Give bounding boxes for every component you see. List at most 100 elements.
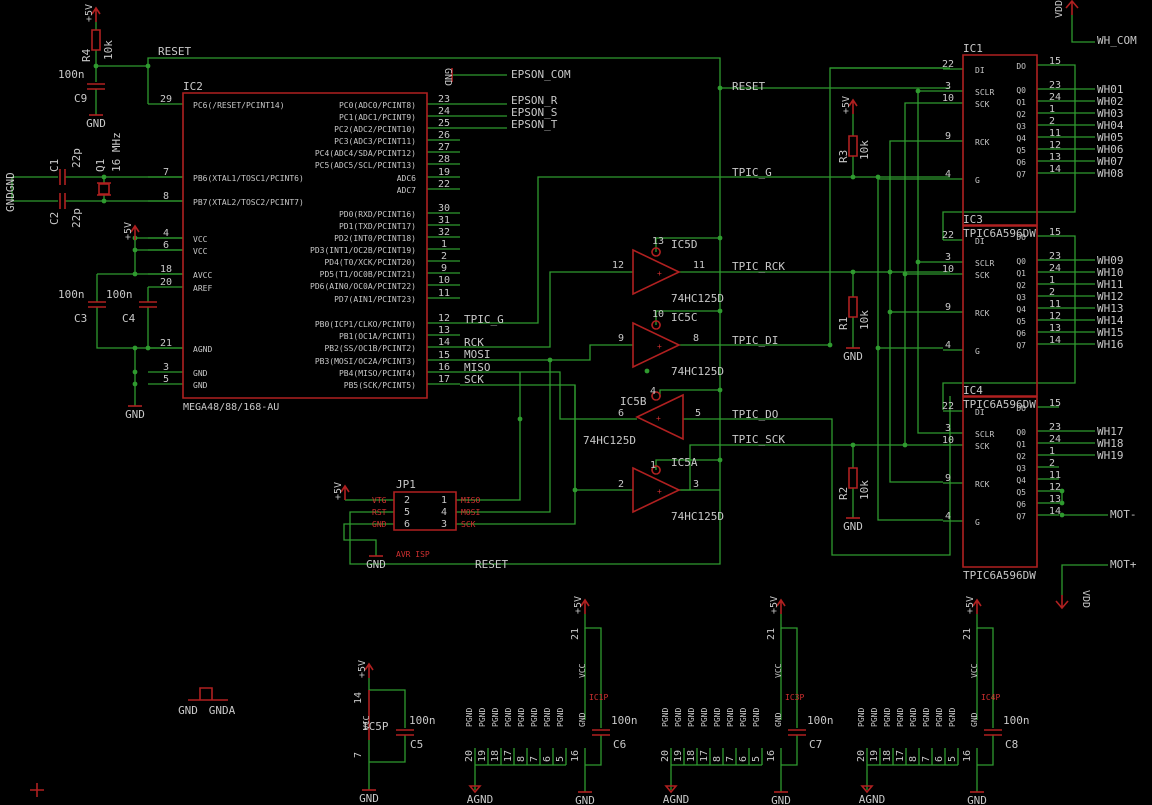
ground-label: GND — [967, 794, 987, 805]
ic2-right-pin-num: 15 — [438, 350, 450, 361]
ic5p-gnd-num: 7 — [353, 752, 364, 758]
ic5c-in: 9 — [618, 333, 624, 344]
ic2-right-pin-label: PC0(ADC0/PCINT8) — [339, 101, 416, 110]
vdd-bottom-label: VDD — [1080, 590, 1091, 608]
ic1p-pgnd-num: 8 — [516, 756, 527, 762]
ic1p-pgnd-label: PGND — [504, 708, 513, 727]
ic3-out-label: WH09 — [1097, 254, 1124, 267]
ic4p-cap — [984, 729, 1002, 736]
ic3-body — [962, 225, 1038, 397]
ic1p-pgnd-num: 7 — [529, 756, 540, 762]
ic2-right-pin-num: 1 — [441, 239, 447, 250]
ic4p-agnd-label: AGND — [859, 793, 886, 805]
gnd-bridge-label: GND — [178, 704, 198, 717]
mot-minus-label: MOT- — [1110, 508, 1137, 521]
ic1-out-label: WH08 — [1097, 167, 1124, 180]
ic2-left-pin-label: VCC — [193, 235, 208, 244]
ic5d-out: 11 — [693, 260, 705, 271]
ic3-left-label: SCK — [975, 271, 990, 280]
ic4p-cap-value: 100n — [1003, 714, 1030, 727]
ic2-right-pin-num: 19 — [438, 167, 450, 178]
ic3-right-num: 15 — [1049, 227, 1061, 238]
ic3-right-label: Q4 — [1016, 305, 1026, 314]
isp-right-num: 1 — [441, 495, 447, 506]
ic2-right-pin-label: ADC6 — [397, 174, 416, 183]
ic2-right-pin-label: PC2(ADC2/PCINT10) — [334, 125, 416, 134]
isp-rst — [349, 511, 475, 565]
ground-label: GND — [125, 408, 145, 421]
ic4-right-num: 13 — [1049, 494, 1061, 505]
isp-left-num: 5 — [404, 507, 410, 518]
vdd-bottom-arrow — [1055, 595, 1069, 610]
gnd-gnda-bridge — [188, 687, 228, 701]
ic5d-oe-num: 13 — [652, 236, 664, 247]
ic4p-cap-bot — [977, 735, 994, 766]
ic2-left-pin-label: VCC — [193, 247, 208, 256]
c4-value: 100n — [106, 288, 133, 301]
ic2-right-pin-label: PD6(AIN0/OC0A/PCINT22) — [310, 282, 416, 291]
ic1-left-label: SCK — [975, 100, 990, 109]
epson-com-label: EPSON_COM — [511, 68, 571, 81]
junction-dot — [717, 457, 723, 463]
ic1-right-label: Q6 — [1016, 158, 1026, 167]
ic4p-pgnd-label: PGND — [948, 708, 957, 727]
ic1p-pgnd-label: PGND — [491, 708, 500, 727]
gndgnd-label: GNDGND — [4, 172, 17, 212]
jp1-label: AVR ISP — [396, 550, 430, 559]
ic2-body — [182, 92, 428, 399]
ic1-right-num: 11 — [1049, 128, 1061, 139]
ic1-right-num: 23 — [1049, 80, 1061, 91]
ic5d-in: 12 — [612, 260, 624, 271]
ic3-name: IC3 — [963, 213, 983, 226]
ic4p-pgnd-label: PGND — [870, 708, 879, 727]
ic3p-pgnd-label: PGND — [739, 708, 748, 727]
ic1-right-num: 24 — [1049, 92, 1061, 103]
ic3-out-label: WH15 — [1097, 326, 1124, 339]
ic2-name: IC2 — [183, 80, 203, 93]
ic4p-agnd-symbol — [860, 785, 874, 794]
epson-com-gnd-label: GND — [442, 68, 453, 86]
ic2-left-pin-num: 21 — [160, 338, 172, 349]
ic3-right-num: 12 — [1049, 311, 1061, 322]
ic4-right-label: DO — [1016, 404, 1026, 413]
junction-dot — [887, 269, 893, 275]
ic2-right-pin-label: PC1(ADC1/PCINT9) — [339, 113, 416, 122]
ic1p-pgnd-label: PGND — [478, 708, 487, 727]
ic5p-cap — [396, 729, 414, 736]
isp-left-pin: RST — [372, 508, 387, 517]
ic4-type: TPIC6A596DW — [963, 569, 1036, 582]
ic2-left-pin-num: 29 — [160, 94, 172, 105]
ic1-right-num: 14 — [1049, 164, 1061, 175]
ic2-right-pin-num: 2 — [441, 251, 447, 262]
ic1p-pgnd-num: 19 — [477, 750, 488, 762]
ic2-right-pin-num: 27 — [438, 142, 450, 153]
ic2-left-pin-label: AGND — [193, 345, 212, 354]
miso-from-ic5b — [460, 371, 637, 420]
ic3p-pgnd-num: 18 — [686, 750, 697, 762]
ic4p-pgnd-num: 7 — [921, 756, 932, 762]
ic1-out-label: WH05 — [1097, 131, 1124, 144]
plus5v-label: +5V — [84, 4, 95, 22]
ic2-left-pin-num: 7 — [163, 167, 169, 178]
ic1-left-label: RCK — [975, 138, 990, 147]
tpic-do-net — [683, 396, 951, 556]
ic1-type: TPIC6A596DW — [963, 227, 1036, 240]
ic5b-plus: + — [656, 414, 661, 423]
q1-crystal — [97, 182, 111, 196]
ic3p-pgnd-label: PGND — [700, 708, 709, 727]
ic3-right-num: 1 — [1049, 275, 1055, 286]
ic3p-cap-value: 100n — [807, 714, 834, 727]
ic4-left-label: G — [975, 518, 980, 527]
ic2-right-pin-num: 22 — [438, 179, 450, 190]
ic5p-vcc-num: 14 — [353, 692, 364, 704]
ic4-right-label: Q3 — [1016, 464, 1026, 473]
ic5c-type: 74HC125D — [671, 365, 724, 378]
wh-com-wire — [1071, 15, 1095, 43]
ic2-left-pin-label: AVCC — [193, 271, 212, 280]
ic3p-pgnd-num: 6 — [738, 756, 749, 762]
ic4p-cap-name: C8 — [1005, 738, 1018, 751]
ic5b-out: 5 — [695, 408, 701, 419]
ic1p-pgnd-num: 5 — [555, 756, 566, 762]
ic5p-vcc: VCC — [362, 715, 371, 730]
ic3-left-num: 4 — [945, 340, 951, 351]
